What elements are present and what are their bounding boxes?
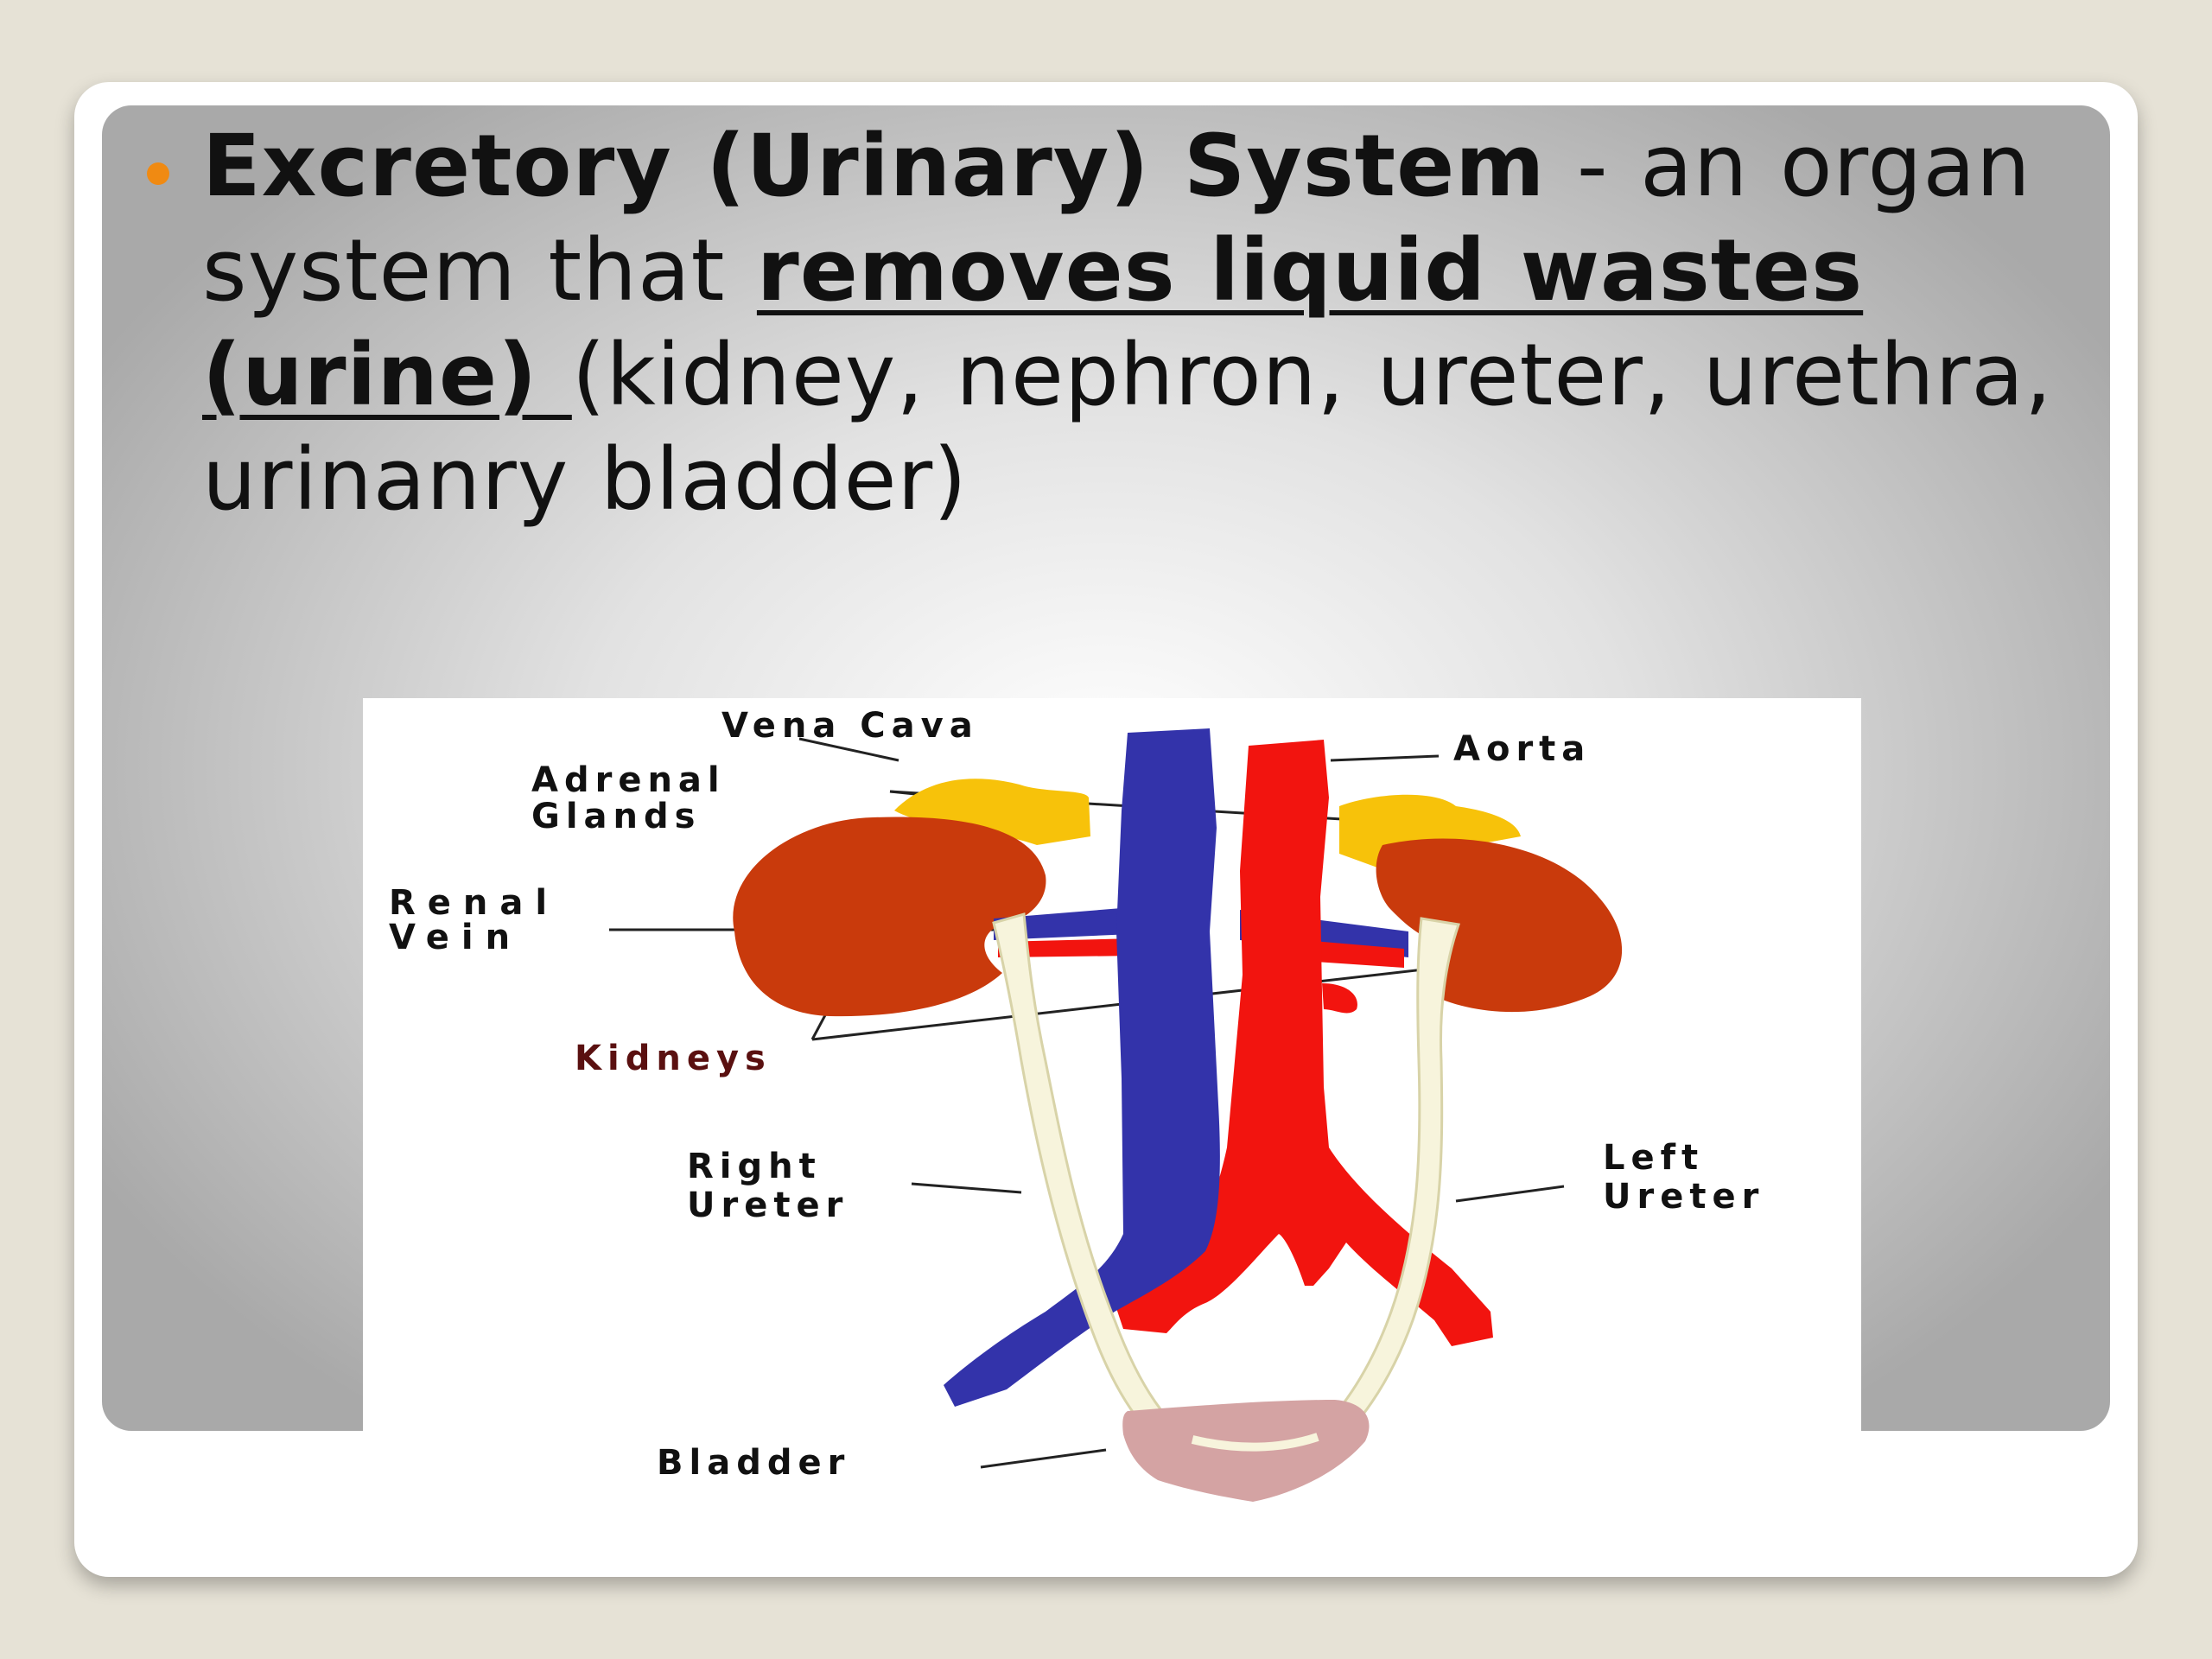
renal-artery-right (998, 938, 1136, 957)
bullet-marker-icon (147, 162, 169, 185)
label-adrenal-line1: Adrenal (531, 760, 726, 800)
left-ureter-leader (1455, 1185, 1565, 1203)
label-renal-line2: Vein (389, 918, 522, 957)
diagram-background (363, 698, 1861, 1535)
aorta-leader (1330, 754, 1440, 762)
label-adrenal-line2: Glands (531, 797, 701, 836)
label-kidneys: Kidneys (575, 1039, 772, 1078)
label-left-ureter-line2: Ureter (1603, 1177, 1764, 1217)
vena-cava-leader (798, 737, 899, 762)
diagram-svg: Vena Cava Aorta Adrenal Glands Renal Vei… (363, 698, 1861, 1535)
bullet-title: Excretory (Urinary) System (202, 117, 1546, 216)
urinary-system-diagram: Vena Cava Aorta Adrenal Glands Renal Vei… (363, 698, 1861, 1535)
label-right-ureter-line2: Ureter (687, 1185, 849, 1225)
aorta-branch (1322, 983, 1357, 1014)
label-renal-line1: Renal (389, 883, 559, 923)
bullet-separator: - an organ system that (202, 117, 2031, 321)
label-left-ureter-line1: Left (1603, 1138, 1704, 1178)
label-vena-cava: Vena Cava (721, 706, 979, 746)
bladder-leader (980, 1448, 1107, 1469)
bullet-emphasis: removes liquid wastes (urine) (202, 221, 1863, 425)
bullet-text: Excretory (Urinary) System - an organ sy… (202, 114, 2069, 532)
ureter-bladder-entry (1191, 1433, 1319, 1452)
label-aorta: Aorta (1453, 729, 1591, 769)
kidney-right (733, 817, 1046, 1017)
label-bladder: Bladder (657, 1443, 850, 1483)
vena-cava (944, 728, 1220, 1407)
label-right-ureter-line1: Right (687, 1147, 822, 1186)
renal-vein-right (994, 906, 1154, 940)
kidney-left (1376, 838, 1623, 1013)
right-ureter-leader (911, 1182, 1022, 1194)
bullet-rest: (kidney, nephron, ureter, urethra, urina… (202, 326, 2053, 530)
bullet-emphasis-underlined: removes liquid wastes (urine) (202, 221, 1864, 425)
adrenal-gland-left (894, 779, 1090, 845)
aorta (1115, 740, 1493, 1346)
